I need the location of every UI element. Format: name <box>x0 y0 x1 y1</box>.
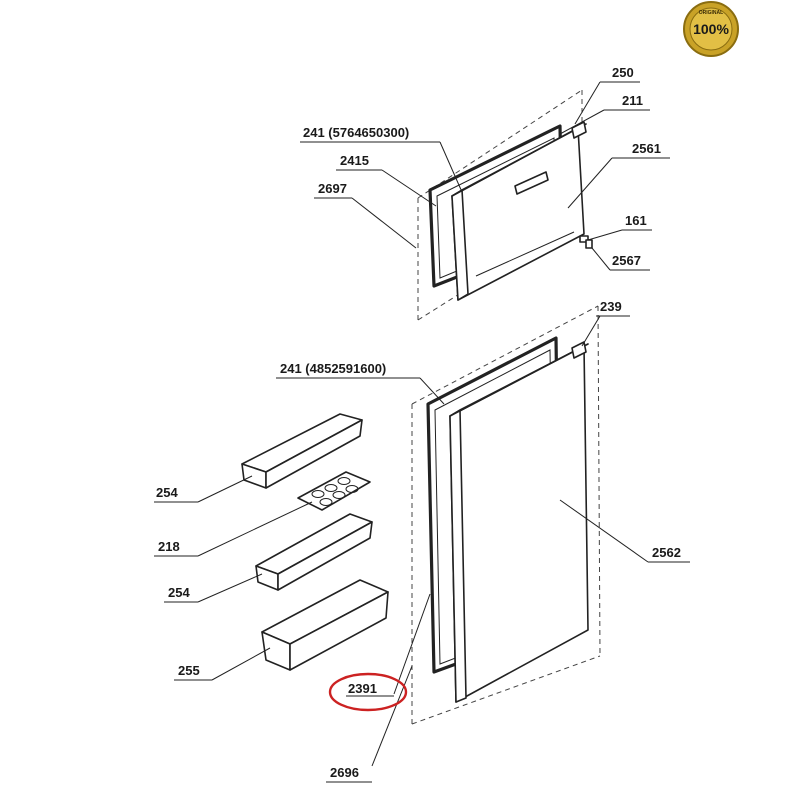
callout-2567: 2567 <box>610 253 650 271</box>
original-100-percent-badge: ORIGINAL 100% <box>683 1 739 57</box>
callout-2562: 2562 <box>648 545 690 563</box>
callout-2696: 2696 <box>326 765 372 783</box>
callout-239: 239 <box>596 299 630 317</box>
egg-tray <box>297 471 371 511</box>
alignment-line <box>597 305 601 657</box>
leader-line <box>559 109 605 135</box>
freezer-door-panel <box>451 127 585 301</box>
leader-line <box>381 169 437 207</box>
callout-254-upper: 254 <box>154 485 198 503</box>
callout-255: 255 <box>174 663 212 681</box>
callout-label: 2562 <box>652 545 681 560</box>
leader-line <box>587 229 623 241</box>
callout-2697: 2697 <box>314 181 352 199</box>
leader-line <box>197 501 313 557</box>
callout-label: 2567 <box>612 253 641 268</box>
leader-line <box>581 315 601 347</box>
callout-label: 2697 <box>318 181 347 196</box>
callout-label: 211 <box>622 93 643 108</box>
door-shelf-middle <box>255 513 373 591</box>
shelf-side <box>277 521 373 591</box>
badge-text: 100% <box>693 21 729 37</box>
callout-161: 161 <box>622 213 652 231</box>
callout-label: 2561 <box>632 141 661 156</box>
leader-lines <box>197 81 649 767</box>
fridge-door-panel <box>449 345 589 703</box>
hinge-bushing <box>579 235 589 243</box>
shelf-side <box>289 591 389 671</box>
leader-line <box>197 573 263 603</box>
callout-label: 161 <box>625 213 647 228</box>
leader-line <box>419 377 445 405</box>
fridge-door-assembly <box>411 305 601 725</box>
door-handle <box>514 171 549 195</box>
leader-line <box>351 197 417 249</box>
callout-211: 211 <box>604 93 650 111</box>
callout-250: 250 <box>600 65 640 83</box>
door-stop <box>585 239 593 249</box>
leader-line <box>559 499 649 563</box>
callout-label: 218 <box>158 539 180 554</box>
callout-218: 218 <box>154 539 198 557</box>
callout-label: 239 <box>600 299 622 314</box>
leader-line <box>197 475 253 503</box>
callout-2415: 2415 <box>336 153 382 171</box>
door-shelf-upper <box>241 413 363 489</box>
leader-line <box>371 665 413 767</box>
callout-label: 250 <box>612 65 634 80</box>
leader-line <box>567 157 613 209</box>
leader-line <box>591 247 611 271</box>
callout-2391: 2391 <box>328 672 408 712</box>
callout-label: 255 <box>178 663 200 678</box>
fridge-door-top <box>449 343 589 417</box>
callout-label: 2391 <box>348 681 377 696</box>
callout-label: 2415 <box>340 153 369 168</box>
freezer-door-bottom-edge <box>475 231 575 277</box>
callout-241-top: 241 (5764650300) <box>300 125 440 143</box>
door-shelf-bottle <box>261 579 389 671</box>
leader-line <box>393 593 431 695</box>
alignment-line <box>417 89 583 199</box>
leader-line <box>574 81 601 125</box>
alignment-line <box>417 217 581 321</box>
callout-254-middle: 254 <box>164 585 198 603</box>
callout-label: 254 <box>168 585 190 600</box>
shelf-side <box>265 419 363 489</box>
leader-line <box>439 141 463 193</box>
hinge-cap <box>571 121 587 139</box>
callout-label: 254 <box>156 485 178 500</box>
red-highlight-circle <box>328 672 408 712</box>
leader-line <box>211 647 271 681</box>
callout-label: 2696 <box>330 765 359 780</box>
alignment-line <box>411 655 601 725</box>
badge-arc-text: ORIGINAL <box>699 10 723 16</box>
freezer-door-assembly <box>417 89 593 321</box>
callout-2561: 2561 <box>612 141 670 159</box>
callout-label: 241 (5764650300) <box>303 125 409 140</box>
freezer-door-top <box>451 123 587 197</box>
alignment-line <box>411 305 599 405</box>
callout-241-bottom: 241 (4852591600) <box>276 361 420 379</box>
callout-label: 241 (4852591600) <box>280 361 386 376</box>
